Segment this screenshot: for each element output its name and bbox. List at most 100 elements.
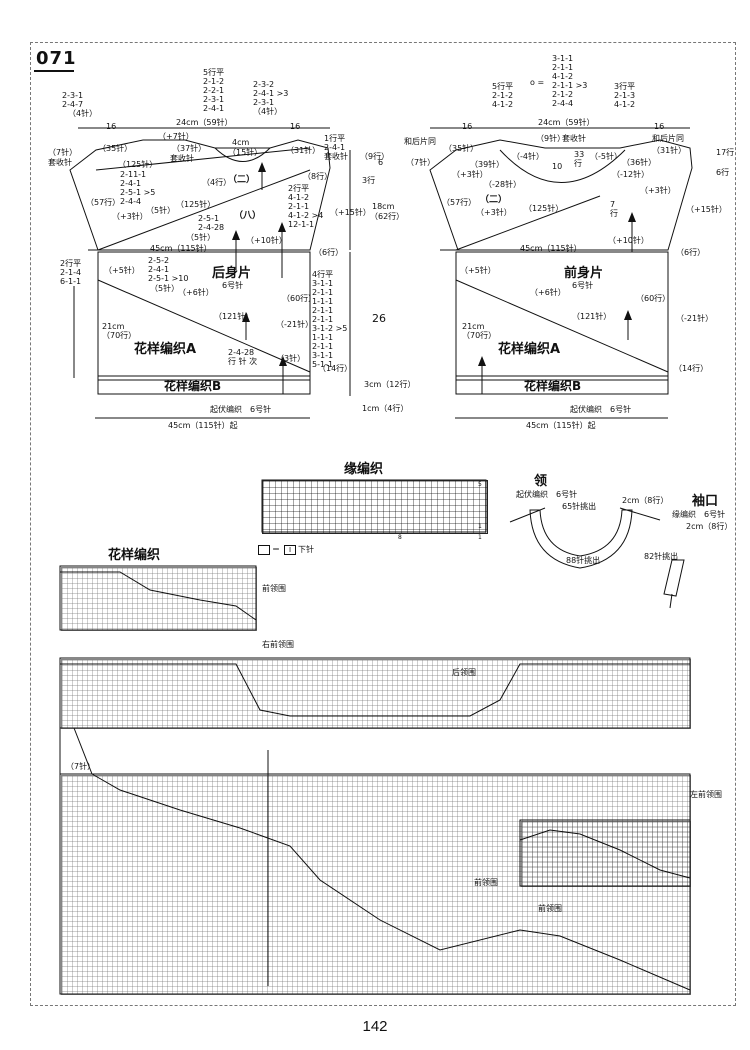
cuff-width: 2cm（8行） bbox=[686, 522, 733, 531]
front-pattern-a: 花样编织A bbox=[498, 342, 561, 357]
back-stitches-60: （60行） bbox=[282, 294, 317, 303]
front-hem-rect bbox=[455, 375, 669, 395]
pattern-number: 071 bbox=[36, 48, 77, 69]
front-rows-6: 6行 bbox=[716, 168, 730, 177]
front-stitches-31: （31针） bbox=[652, 146, 687, 155]
back-plus6: （+6针） bbox=[178, 288, 214, 297]
back-plus15: （+15针） bbox=[330, 208, 371, 217]
chart-label-front-neck-c: 前领围 bbox=[538, 904, 562, 913]
front-bind-off: 套收针 bbox=[562, 134, 586, 143]
cuff-title: 袖口 bbox=[692, 494, 719, 509]
edging-row-mark-bottom: 1 bbox=[478, 523, 482, 530]
chart-label-back-neck: 后领围 bbox=[452, 668, 476, 677]
legend-equals: ＝ bbox=[272, 545, 280, 554]
back-stitches-5: （5针） bbox=[146, 206, 176, 215]
back-shoulder-right-rule: 2-3-2 2-4-1 >3 2-3-1 （4针） bbox=[253, 80, 289, 116]
chart-label-right-front-neck: 右前领围 bbox=[262, 640, 294, 649]
edging-chart bbox=[262, 480, 488, 534]
collar-pickup-bottom: 88针挑出 bbox=[566, 556, 601, 565]
front-stitches-9: （9针） bbox=[536, 134, 566, 143]
back-rows-70: （70行） bbox=[102, 331, 137, 340]
back-needle: 6号针 bbox=[222, 281, 244, 290]
lace-chart-inset-grid bbox=[521, 821, 691, 887]
back-stitches-125-top: （125针） bbox=[118, 160, 158, 169]
legend-knit-square: I bbox=[284, 545, 296, 555]
back-stitches-57: （57行） bbox=[86, 198, 121, 207]
front-width-24: 24cm（59针） bbox=[538, 118, 595, 127]
front-plus3-left: （+3针） bbox=[452, 170, 488, 179]
cuff-method: 缘编织 6号针 bbox=[672, 510, 726, 519]
front-plus15: （+15针） bbox=[686, 205, 727, 214]
front-stitches-36: （36针） bbox=[622, 158, 657, 167]
back-pattern-b: 花样编织B bbox=[164, 379, 222, 393]
front-rows-6b: （6行） bbox=[676, 248, 706, 257]
back-stitches-37: （37针） bbox=[172, 144, 207, 153]
back-stitches-5c: （5针） bbox=[150, 284, 180, 293]
edging-col-mark-left: 8 bbox=[398, 534, 402, 541]
front-width-45: 45cm（115针） bbox=[520, 244, 582, 253]
front-plus5: （+5针） bbox=[460, 266, 496, 275]
back-rows-14: （14行） bbox=[318, 364, 353, 373]
back-plus7: （+7针） bbox=[158, 132, 194, 141]
back-height-62: （62行） bbox=[370, 212, 405, 221]
front-height-21: 21cm bbox=[462, 322, 485, 331]
back-rule-bottom: 2-4-28 行 针 次 bbox=[228, 348, 258, 366]
back-hem-rect bbox=[97, 375, 311, 395]
back-rule-low-left: 2行平 2-1-4 6-1-1 bbox=[60, 259, 82, 286]
back-stitches-31: （31针） bbox=[286, 146, 321, 155]
front-stitches-57: （57行） bbox=[442, 198, 477, 207]
back-outline bbox=[69, 139, 331, 251]
back-diagonal-top bbox=[95, 147, 311, 171]
back-neck-4cm: 4cm bbox=[232, 138, 250, 147]
back-plus10: （+10针） bbox=[246, 236, 287, 245]
legend-blank-square bbox=[258, 545, 270, 555]
front-minus12: （-12针） bbox=[612, 170, 650, 179]
back-stitches-7-left: （7针） bbox=[48, 148, 78, 157]
back-height-26: 26 bbox=[372, 312, 386, 325]
front-rows-33: 33 行 bbox=[574, 150, 585, 168]
front-side-16-right: 16 bbox=[654, 122, 665, 131]
front-stitches-7: （7针） bbox=[406, 158, 436, 167]
front-plus3-right: （+3针） bbox=[640, 186, 676, 195]
back-shoulder-center-rule: 5行平 2-1-2 2-2-1 2-3-1 2-4-1 bbox=[203, 68, 225, 113]
collar-title: 领 bbox=[534, 474, 548, 489]
back-height-3cm: 3cm（12行） bbox=[364, 380, 416, 389]
front-neck-rule: 3-1-1 2-1-1 4-1-2 2-1-1 >3 2-1-2 2-4-4 bbox=[552, 54, 588, 108]
front-minus4: （-4针） bbox=[512, 152, 544, 161]
chart-label-front-neck-b: 前领围 bbox=[474, 878, 498, 887]
cuff-band bbox=[663, 559, 685, 597]
chart-label-front-neck: 前领围 bbox=[262, 584, 286, 593]
back-width-45: 45cm（115针） bbox=[150, 244, 212, 253]
back-rows-6b: （6行） bbox=[314, 248, 344, 257]
back-dec-er: （二） bbox=[228, 175, 256, 185]
front-stitches-125: （125针） bbox=[524, 204, 564, 213]
front-side-16-left: 16 bbox=[462, 122, 473, 131]
back-stitches-35: （35针） bbox=[98, 144, 133, 153]
back-rows-9: （9行） bbox=[360, 152, 390, 161]
back-rows-6: 6 bbox=[378, 158, 384, 167]
front-plus10: （+10针） bbox=[608, 236, 649, 245]
lace-chart-front-neck-grid bbox=[61, 567, 257, 631]
front-stitches-121: （121针） bbox=[572, 312, 612, 321]
back-plus3: （+3针） bbox=[112, 212, 148, 221]
back-stitches-5b: （5针） bbox=[186, 233, 216, 242]
front-neck-curve bbox=[499, 149, 626, 183]
back-pattern-a: 花样编织A bbox=[134, 342, 197, 357]
back-rule-left: 2-11-1 2-4-1 2-5-1 >5 2-4-4 bbox=[120, 170, 156, 206]
front-dec-er: （二） bbox=[480, 195, 508, 205]
back-height-1cm: 1cm（4行） bbox=[362, 404, 409, 413]
front-plus3-mid: （+3针） bbox=[476, 208, 512, 217]
front-stitches-35: （35针） bbox=[444, 144, 479, 153]
back-title: 后身片 bbox=[212, 266, 252, 281]
chart-title: 花样编织 bbox=[108, 548, 161, 563]
back-height-21: 21cm bbox=[102, 322, 125, 331]
front-neck-eq: o = bbox=[530, 78, 545, 87]
back-height-18: 18cm bbox=[372, 202, 395, 211]
front-outline bbox=[429, 139, 693, 251]
front-rows-70: （70行） bbox=[462, 331, 497, 340]
chart-label-left-front-neck: 左前领围 bbox=[690, 790, 722, 799]
front-pattern-b: 花样编织B bbox=[524, 379, 582, 393]
back-cast-on: 起伏编织 6号针 bbox=[210, 405, 272, 414]
